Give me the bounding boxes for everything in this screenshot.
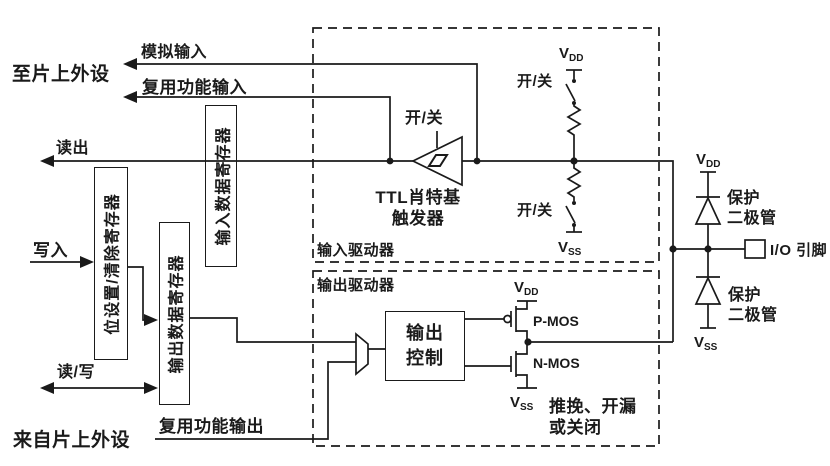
vss-label-pulldown: VSS xyxy=(558,239,582,258)
read-write-label: 读/写 xyxy=(57,364,95,381)
read-out-label: 读出 xyxy=(56,140,90,157)
input-data-register-label: 输入数据寄存器 xyxy=(215,126,233,246)
nmos-transistor-symbol xyxy=(510,342,537,389)
pullup-resistor-icon xyxy=(566,103,582,161)
arrowhead-left-icon xyxy=(40,382,54,394)
schmitt-trigger-name: TTL肖特基 触发器 xyxy=(360,187,476,230)
schmitt-name-line1: TTL肖特基 xyxy=(375,188,461,207)
input-driver-section-label: 输入驱动器 xyxy=(317,242,395,259)
pulldown-on-off-label: 开/关 xyxy=(517,202,553,219)
output-driver-dashed-box xyxy=(312,270,660,447)
protection-diode-top-icon xyxy=(694,195,722,225)
switch-lever-icon xyxy=(565,205,576,224)
pullup-branch xyxy=(565,69,582,161)
protection-diode-bottom-label: 保护 二极管 xyxy=(728,287,778,324)
output-mode-line1: 推挽、开漏 xyxy=(549,397,637,416)
arrowhead-right-icon xyxy=(144,382,158,394)
write-wire xyxy=(30,256,94,268)
analog-input-label: 模拟输入 xyxy=(141,44,208,61)
protection-diodes xyxy=(694,171,722,329)
pmos-label: P-MOS xyxy=(533,313,579,329)
pulldown-branch xyxy=(565,161,582,233)
output-driver-section-label: 输出驱动器 xyxy=(317,277,395,294)
arrowhead-left-icon xyxy=(123,58,137,70)
mux-symbol xyxy=(355,332,369,376)
input-data-register-box: 输入数据寄存器 xyxy=(205,105,237,267)
output-reg-to-mux-wire xyxy=(190,317,356,343)
output-mode-note: 推挽、开漏 或关闭 xyxy=(549,396,637,439)
from-peripheral-label: 来自片上外设 xyxy=(13,430,131,451)
alt-func-input-wire xyxy=(123,91,391,161)
schmitt-on-off-label: 开/关 xyxy=(405,110,443,127)
pulldown-resistor-icon xyxy=(566,161,582,201)
input-driver-dashed-box xyxy=(312,27,660,263)
pmos-gate-bubble-icon xyxy=(503,314,512,324)
nmos-label: N-MOS xyxy=(533,355,580,371)
pin-to-input-wire xyxy=(462,160,674,342)
hysteresis-icon xyxy=(427,154,449,167)
write-in-label: 写入 xyxy=(33,241,68,260)
alt-func-output-wire xyxy=(155,361,356,440)
bit-set-clear-register-label: 位设置/清除寄存器 xyxy=(105,192,123,335)
analog-input-wire xyxy=(123,58,478,161)
protection-diode-bottom-icon xyxy=(694,275,722,305)
read-out-wire xyxy=(40,155,413,167)
io-pin-pad-icon xyxy=(744,239,766,259)
switch-lever-icon xyxy=(565,83,576,102)
alt-func-input-label: 复用功能输入 xyxy=(142,78,247,97)
protection-diode-top-label: 保护 二极管 xyxy=(727,190,777,227)
set-clear-to-output-reg-wire xyxy=(128,266,158,326)
vdd-label-pullup: VDD xyxy=(559,45,584,64)
output-control-label-line1: 输出 xyxy=(406,322,444,343)
vss-label-diode: VSS xyxy=(694,334,718,353)
output-control-box: 输出 控制 xyxy=(385,311,465,381)
pmos-transistor-symbol xyxy=(503,300,537,342)
arrowhead-left-icon xyxy=(40,155,54,167)
arrowhead-right-icon xyxy=(144,314,158,326)
read-write-wire xyxy=(40,382,158,394)
output-data-register-box: 输出数据寄存器 xyxy=(159,222,190,405)
bit-set-clear-register-box: 位设置/清除寄存器 xyxy=(94,167,128,360)
arrowhead-right-icon xyxy=(80,256,94,268)
io-pin-label: I/O 引脚 xyxy=(770,242,828,259)
output-mode-line2: 或关闭 xyxy=(549,418,602,438)
schmitt-name-line2: 触发器 xyxy=(391,209,445,229)
vdd-label-pmos: VDD xyxy=(514,279,539,298)
arrowhead-left-icon xyxy=(123,91,137,103)
to-peripheral-label: 至片上外设 xyxy=(12,64,110,85)
output-data-register-label: 输出数据寄存器 xyxy=(168,253,186,374)
pullup-on-off-label: 开/关 xyxy=(517,73,553,90)
vdd-label-diode: VDD xyxy=(696,151,721,170)
alt-func-output-label: 复用功能输出 xyxy=(159,417,264,436)
output-control-label-line2: 控制 xyxy=(406,348,444,368)
vss-label-nmos: VSS xyxy=(510,394,534,413)
junction-dots xyxy=(386,157,712,346)
schmitt-trigger-symbol xyxy=(411,131,463,187)
